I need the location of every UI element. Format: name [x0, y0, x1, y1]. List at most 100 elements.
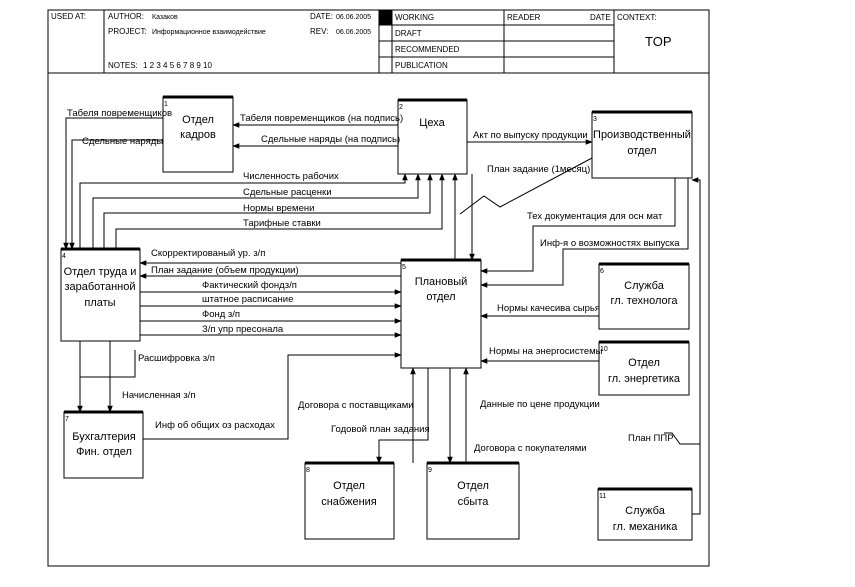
title-block	[47, 9, 710, 567]
arrow-tech-docs	[480, 178, 676, 274]
box-title: отдел	[627, 145, 656, 157]
box-chief-mechanic[interactable]	[597, 487, 693, 541]
arrow-label: Тарифные ставки	[243, 218, 321, 229]
arrow-label: Скорректированый ур. з/п	[151, 248, 265, 259]
box-number: 1	[164, 101, 168, 108]
arrow-label: Фактический фондз/п	[202, 280, 297, 291]
arrow-capabilities	[480, 178, 689, 288]
arrow-piecework	[69, 139, 163, 250]
arrow-plan-task-month	[459, 157, 593, 215]
arrow-ppr-leader	[664, 432, 700, 445]
arrow-label: Сдельные расценки	[243, 187, 332, 198]
arrow-maintenance-plan	[691, 177, 701, 515]
arrow-label: Инф об общих оз расходах	[155, 420, 275, 431]
project-value: Информационное взаимодействие	[152, 28, 266, 36]
box-title: Цеха	[419, 117, 445, 129]
reader-date-label: DATE	[590, 13, 611, 22]
box-chief-power-engineer[interactable]	[598, 340, 690, 396]
arrow-worker-count	[79, 173, 408, 249]
arrow-label: Табеля повременщиков	[67, 108, 172, 119]
box-title: снабжения	[321, 496, 377, 508]
arrow-label: Фонд з/п	[202, 309, 240, 320]
arrow-label: Инф-я о возможностях выпуска	[540, 238, 680, 249]
arrow-label: Тех документация для осн мат	[527, 211, 663, 222]
arrow-label: План задание (1месяц)	[487, 164, 590, 175]
arrows	[63, 117, 701, 515]
box-number: 9	[428, 467, 432, 474]
box-sales-department[interactable]	[426, 461, 520, 540]
arrow-label: Данные по цене продукции	[480, 399, 600, 410]
box-number: 7	[65, 416, 69, 423]
arrow-label: Нормы качесива сырья	[497, 303, 600, 314]
arrow-label: Акт по выпуску продукции	[473, 130, 588, 141]
arrow-label: Договора с покупателями	[474, 443, 587, 454]
box-title: Отдел	[628, 357, 660, 369]
reader-label: READER	[507, 13, 541, 22]
arrow-label: Расшифровка з/п	[138, 353, 215, 364]
date-label: DATE:	[310, 12, 333, 21]
box-number: 11	[599, 493, 606, 500]
arrow-label: План задание (объем продукции)	[151, 265, 299, 276]
box-supply-department[interactable]	[304, 461, 395, 540]
box-title: Бухгалтерия	[72, 431, 136, 443]
box-labor-salary-department[interactable]	[60, 247, 141, 342]
notes-value: 1 2 3 4 5 6 7 8 9 10	[143, 61, 212, 70]
used-at-label: USED AT:	[51, 12, 86, 21]
box-title: Фин. отдел	[76, 446, 132, 458]
box-number: 3	[593, 116, 597, 123]
box-title: гл. механика	[613, 521, 679, 533]
project-label: PROJECT:	[108, 27, 147, 36]
box-title: гл. технолога	[610, 295, 678, 307]
author-label: AUTHOR:	[108, 12, 144, 21]
box-title: платы	[84, 297, 115, 309]
box-number: 5	[402, 264, 406, 271]
rev-label: REV:	[310, 27, 328, 36]
arrow-label: Численность рабочих	[243, 171, 339, 182]
box-hr-department[interactable]	[162, 95, 234, 173]
arrow-label: Нормы времени	[243, 203, 314, 214]
box-planning-department[interactable]	[400, 258, 482, 369]
box-workshops[interactable]	[397, 98, 468, 175]
box-title: Отдел	[333, 480, 365, 492]
arrow-piece-rates	[92, 173, 421, 249]
arrow-label: Годовой план задания	[331, 424, 430, 435]
box-accounting[interactable]	[63, 410, 144, 479]
rev-value: 06.06.2005	[336, 29, 371, 36]
arrow-label: штатное расписание	[202, 294, 293, 305]
date-value: 06.06.2005	[336, 14, 371, 21]
arrow-label: Нормы на энергосистемы	[489, 346, 603, 357]
box-number: 10	[600, 346, 608, 353]
box-number: 4	[62, 253, 66, 260]
arrow-breakdown-leader	[80, 350, 136, 378]
box-title: отдел	[426, 291, 455, 303]
box-number: 8	[306, 467, 310, 474]
box-title: Служба	[625, 505, 666, 517]
box-title: Плановый	[415, 276, 468, 288]
arrow-label: Начисленная з/п	[122, 390, 195, 401]
notes-label: NOTES:	[108, 61, 138, 70]
box-title: Отдел труда и	[64, 266, 137, 278]
arrow-label: Договора с поставщиками	[298, 400, 414, 411]
author-value: Казаков	[152, 14, 178, 21]
status-working: WORKING	[395, 13, 434, 22]
box-title: Отдел	[182, 114, 214, 126]
arrow-timesheets	[63, 117, 163, 250]
arrow-annual-plan	[376, 368, 429, 464]
box-chief-technologist[interactable]	[598, 262, 690, 330]
status-publication: PUBLICATION	[395, 61, 448, 70]
arrow-label: З/п упр пресонала	[202, 324, 284, 335]
status-draft: DRAFT	[395, 29, 422, 38]
arrow-overhead-info	[143, 352, 402, 440]
box-title: Производственный	[593, 129, 691, 141]
status-recommended: RECOMMENDED	[395, 45, 460, 54]
box-production-department[interactable]	[591, 110, 693, 179]
context-value: TOP	[645, 34, 672, 49]
box-title: кадров	[180, 129, 216, 141]
arrow-tariff-rates	[115, 173, 445, 249]
arrow-label: Сдельные наряды (на подпись)	[261, 134, 400, 145]
arrow-label: Табеля повременщиков (на подпись)	[240, 113, 403, 124]
arrow-time-norms	[103, 173, 433, 249]
context-label: CONTEXT:	[617, 13, 657, 22]
box-number: 6	[600, 268, 604, 275]
